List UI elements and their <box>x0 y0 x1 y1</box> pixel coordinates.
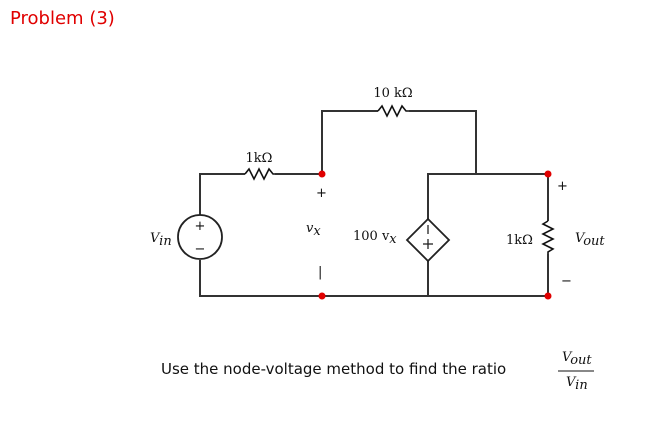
source-plus: + <box>195 219 206 234</box>
resistor-top-icon <box>377 104 409 118</box>
vx-plus: + <box>316 186 327 201</box>
problem-title: Problem (3) <box>10 8 115 29</box>
instruction-text: Use the node-voltage method to find the … <box>161 360 506 378</box>
node-vx-bottom <box>318 292 326 300</box>
vout-label: Vout <box>575 231 605 249</box>
resistor-load-icon <box>541 220 555 254</box>
vout-plus: + <box>557 179 568 194</box>
wire-up-top-left <box>321 110 378 174</box>
ratio-numerator: Vout <box>562 350 592 368</box>
ratio-denominator: Vin <box>566 375 588 393</box>
vx-minus: | <box>318 265 322 280</box>
vin-label: Vin <box>150 231 172 249</box>
resistor-left-label: 1kΩ <box>246 151 273 166</box>
wire-mid-right <box>427 173 549 221</box>
resistor-top-label: 10 kΩ <box>373 86 412 101</box>
resistor-load-label: 1kΩ <box>506 233 533 248</box>
vx-label: vx <box>306 221 321 239</box>
wire-ground <box>199 260 548 297</box>
wire-top-right <box>409 110 477 174</box>
independent-voltage-source-icon <box>177 214 223 260</box>
node-vx-top <box>318 170 326 178</box>
node-vout-bottom <box>544 292 552 300</box>
node-vout-top <box>544 170 552 178</box>
vout-minus: − <box>561 274 572 289</box>
wire-left-top <box>199 173 245 215</box>
dependent-source-label: 100 vx <box>353 229 397 247</box>
source-minus: − <box>195 242 206 257</box>
dependent-voltage-source-icon <box>405 217 451 263</box>
resistor-left-icon <box>244 167 275 181</box>
